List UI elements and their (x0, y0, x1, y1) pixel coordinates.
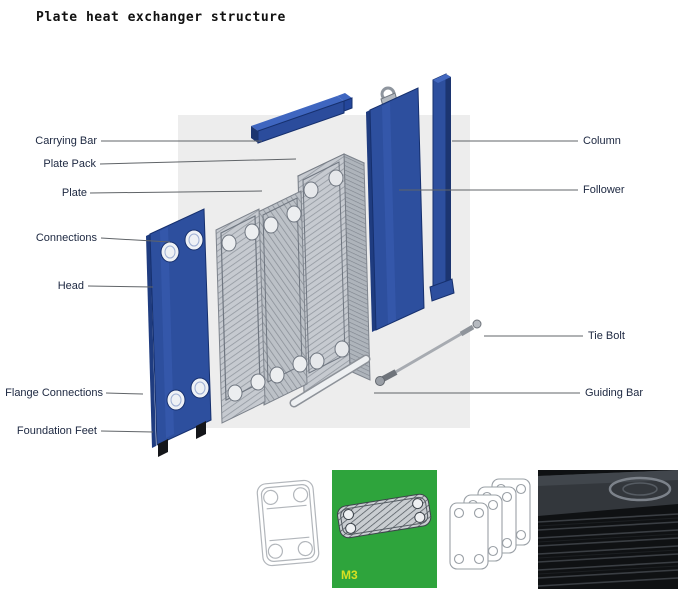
label-carrying-bar: Carrying Bar (35, 135, 97, 147)
thumbnail-plate-stack-photo (538, 470, 678, 589)
thumbnail-plate-green: M3 (332, 470, 437, 588)
column-part (429, 73, 455, 302)
label-head: Head (57, 280, 84, 292)
label-column: Column (583, 135, 621, 147)
plate-part (257, 190, 308, 406)
carrying-bar-part (251, 93, 353, 144)
guiding-bar-part (289, 354, 371, 408)
label-tie-bolt: Tie Bolt (588, 330, 625, 342)
thumbnail-plate-drawing (247, 477, 329, 569)
label-flange-connections: Flange Connections (5, 387, 103, 399)
head-part (146, 208, 212, 457)
foundation-foot (158, 439, 168, 457)
thumbnail-model-label: M3 (341, 568, 358, 582)
tie-bolt-part (375, 319, 482, 386)
leader-lines (87, 140, 583, 433)
plate-gasket-part (215, 208, 266, 424)
label-follower: Follower (583, 184, 625, 196)
thumbnail-plate-stack-drawing (440, 477, 536, 579)
label-plate: Plate (61, 187, 87, 199)
label-guiding-bar: Guiding Bar (585, 387, 644, 399)
label-plate-pack: Plate Pack (43, 158, 96, 170)
foundation-foot (196, 421, 206, 439)
exploded-view-diagram (87, 73, 583, 457)
label-connections: Connections (35, 232, 97, 244)
figure-title: Plate heat exchanger structure (36, 10, 286, 25)
plate-pack-part (296, 153, 371, 394)
follower-part (366, 86, 425, 332)
label-foundation-feet: Foundation Feet (16, 425, 97, 437)
